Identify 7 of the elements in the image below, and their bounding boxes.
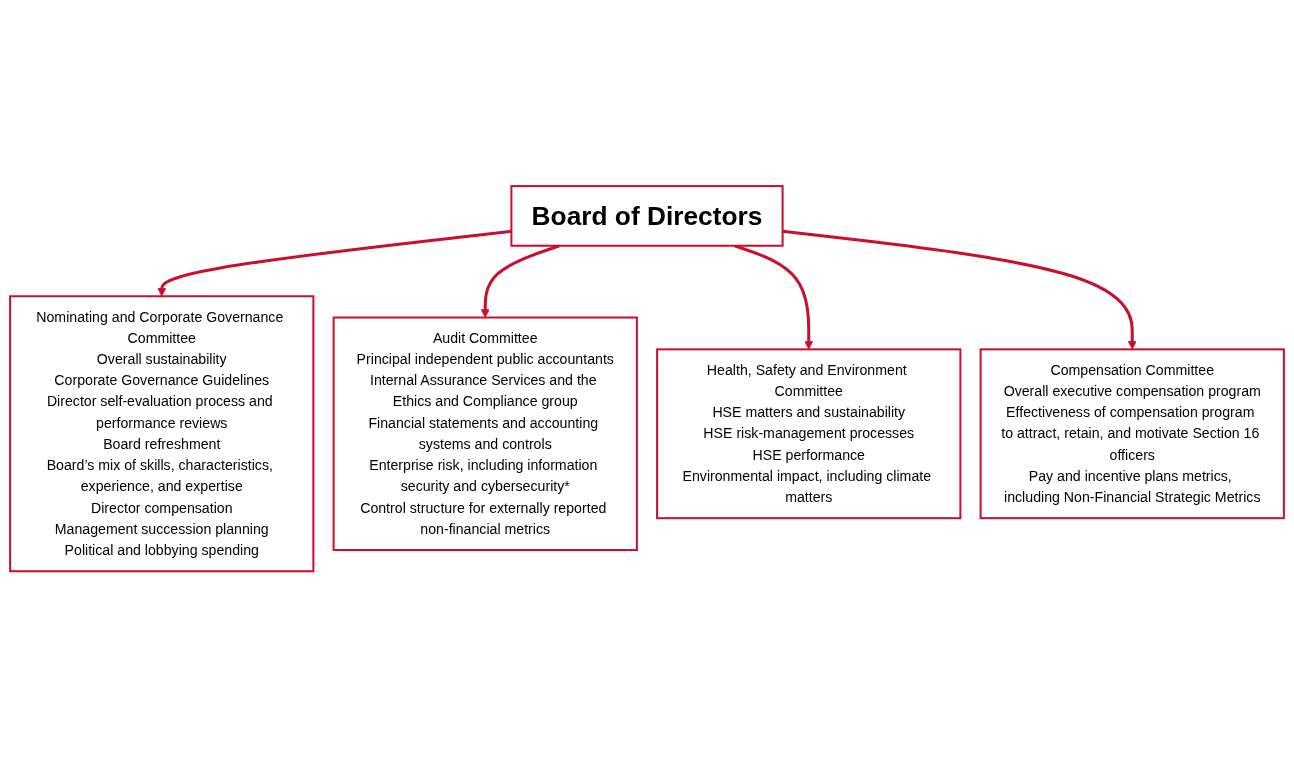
arrow: [157, 229, 512, 297]
node-box: Compensation Committee Overall executive compensation program Effectiveness of compensation program to attract, retain, and motivate Section 16 officers Pay and incentive plans metrics, including Non-Financial Strategic Metrics: [979, 348, 1285, 519]
node-box: Board of Directors: [510, 184, 784, 247]
arrow: [782, 229, 1137, 350]
node-box: Audit Committee Principal independent public accountants Internal Assurance Services and the Ethics and Compliance group Financial statements and accounting systems and controls Enterprise risk, including information security and cybersecurity* Control structure for externally reported non-financial metrics: [332, 316, 638, 551]
node-box: Health, Safety and Environment Committee HSE matters and sustainability HSE risk-management processes HSE performance Environmental impact, including climate matters: [656, 348, 962, 519]
node-box: Nominating and Corporate Governance Committee Overall sustainability Corporate Governance Guidelines Director self-evaluation process and performance reviews Board refreshment Board’s mix of skills, characteristics, experience, and expertise Director compensation Management succession planning Political and lobbying spending: [9, 295, 315, 573]
